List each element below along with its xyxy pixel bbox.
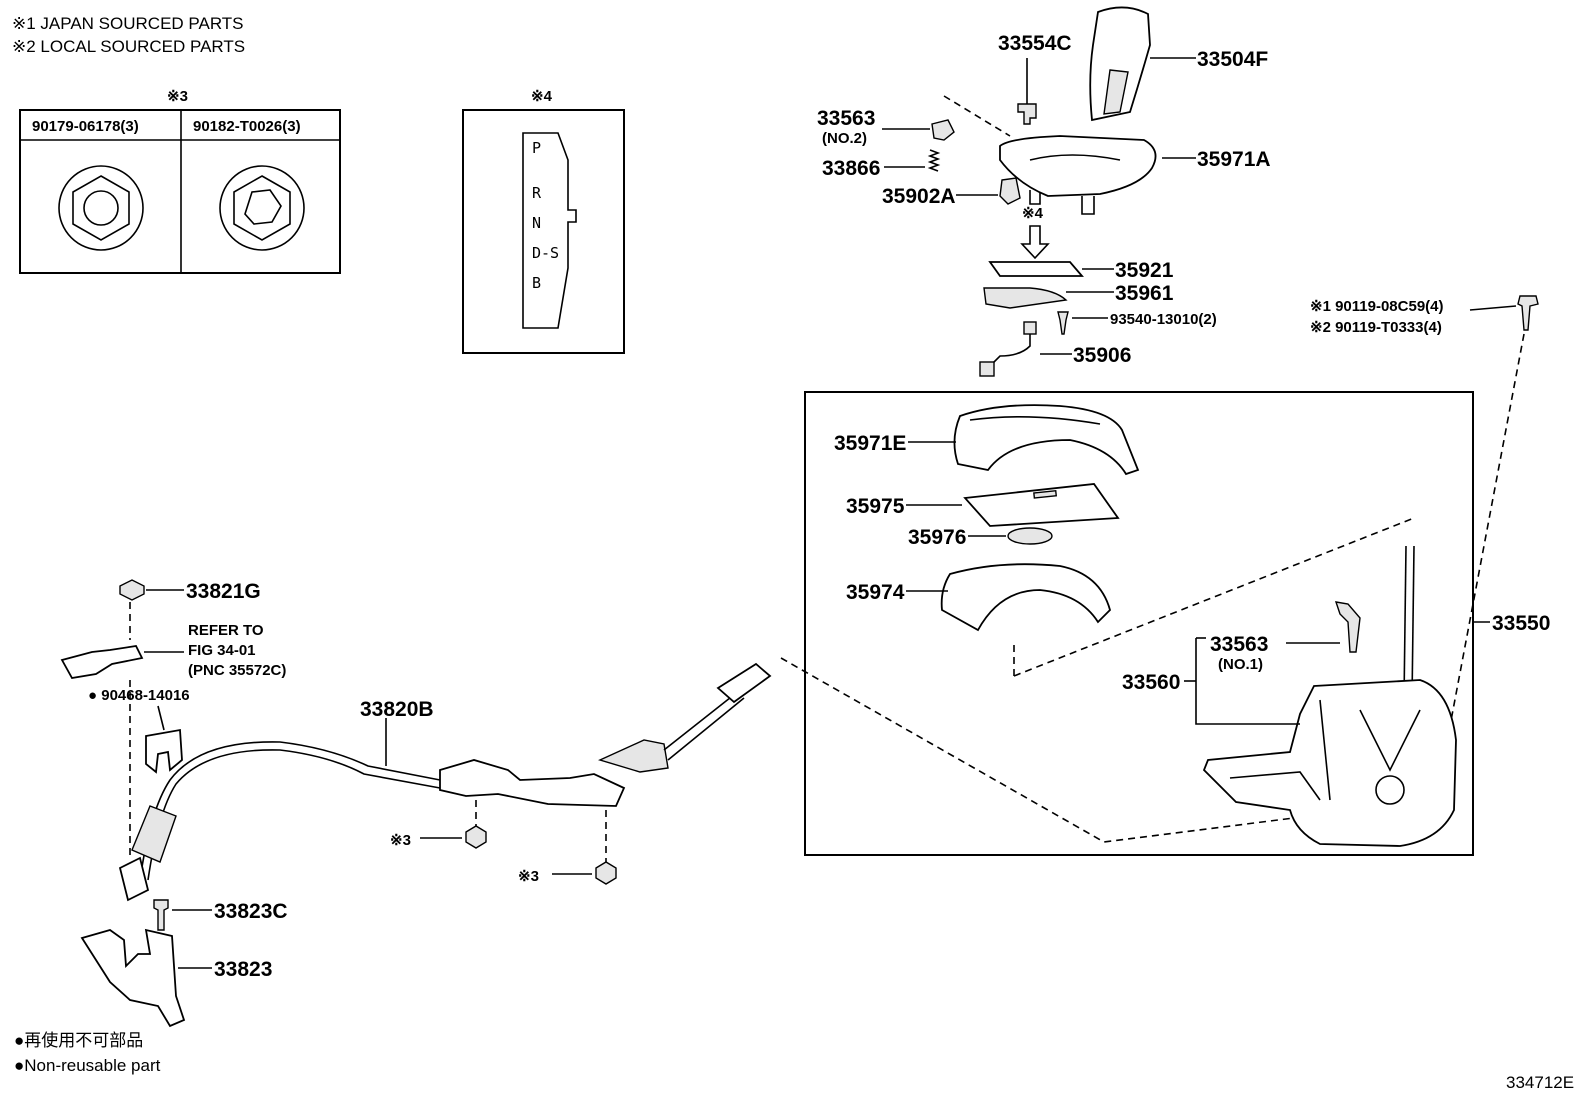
bolt-33823C-part xyxy=(153,899,169,931)
shift-rod-part xyxy=(1403,545,1407,701)
spring-33866-part xyxy=(927,149,941,172)
nut-3b-part xyxy=(595,861,617,885)
inset-nuts-table: ※3 90179-06178(3) 90182-T0026(3) xyxy=(19,88,341,274)
inset4-marker: ※4 xyxy=(531,88,553,105)
clip-90468-part xyxy=(145,728,183,774)
nut-3a-part xyxy=(465,825,487,849)
lock-35902A-part xyxy=(999,177,1021,205)
label-33823C: 33823C xyxy=(214,900,288,923)
shift-base-33560-part xyxy=(1202,679,1457,847)
inset-gate-plate: ※4 P R N D-S B xyxy=(462,88,625,354)
label-33504F: 33504F xyxy=(1197,48,1268,71)
inset4-frame xyxy=(462,109,625,354)
label-nut-3b: ※3 xyxy=(518,868,539,885)
label-33560: 33560 xyxy=(1122,671,1180,694)
label-93540: 93540-13010(2) xyxy=(1110,311,1217,328)
label-nut-3a: ※3 xyxy=(390,832,411,849)
label-35974: 35974 xyxy=(846,581,905,604)
lamp-base-35961-part xyxy=(983,287,1068,309)
nut-33821G-part xyxy=(119,579,145,601)
down-arrow-icon xyxy=(1020,225,1050,260)
label-bolt-1: ※1 90119-08C59(4) xyxy=(1310,298,1444,315)
shift-cable-33820B-part xyxy=(139,741,441,881)
gate-letter-p: P xyxy=(532,139,541,157)
shift-housing-35971A-part xyxy=(999,135,1157,197)
label-35961: 35961 xyxy=(1115,282,1174,305)
label-33820B: 33820B xyxy=(360,698,434,721)
legend-local-sourced: ※2 LOCAL SOURCED PARTS xyxy=(12,37,245,56)
label-35971A: 35971A xyxy=(1197,148,1271,171)
label-refer-1: REFER TO xyxy=(188,622,264,639)
inset3-col2: 90182-T0026(3) xyxy=(193,118,301,135)
cable-adjuster-icon xyxy=(598,739,669,773)
connector-icon xyxy=(979,361,995,377)
gate-letter-b: B xyxy=(532,274,541,292)
label-33866: 33866 xyxy=(822,157,880,180)
spring-seat-33563-no1-part xyxy=(1334,601,1361,653)
label-33554C: 33554C xyxy=(998,32,1072,55)
label-bolt-2: ※2 90119-T0333(4) xyxy=(1310,319,1442,336)
shift-knob-button xyxy=(1103,69,1129,115)
cable-end-clevis-icon xyxy=(716,662,772,704)
cable-boot-icon xyxy=(131,805,177,863)
label-35975: 35975 xyxy=(846,495,905,518)
legend-non-reusable-en: ●Non-reusable part xyxy=(14,1056,161,1075)
label-35902A: 35902A xyxy=(882,185,956,208)
cover-35971E-part xyxy=(953,404,1140,476)
gate-letter-ds: D-S xyxy=(532,244,559,262)
label-33563-no1: 33563 xyxy=(1210,633,1268,656)
label-35971E: 35971E xyxy=(834,432,906,455)
label-90468: ● 90468-14016 xyxy=(88,687,190,704)
legend-japan-sourced: ※1 JAPAN SOURCED PARTS xyxy=(12,14,244,33)
slide-plate-35975-part xyxy=(963,483,1120,527)
cable-assembly: 33821G REFER TO FIG 34-01 (PNC 35572C) ●… xyxy=(60,579,772,1028)
label-refer-3: (PNC 35572C) xyxy=(188,662,286,679)
bulb-socket-icon xyxy=(1023,321,1037,335)
label-33823: 33823 xyxy=(214,958,272,981)
shift-knob-assembly: 33504F 33554C 33563 (NO.2) 33866 35902A … xyxy=(817,6,1271,377)
label-35976: 35976 xyxy=(908,526,966,549)
inset3-frame xyxy=(19,109,341,274)
inset3-marker: ※3 xyxy=(167,88,188,105)
label-no2: (NO.2) xyxy=(822,130,867,147)
hex-nut-lock-icon xyxy=(219,165,305,251)
bulb-wire-35906-part xyxy=(991,330,1031,365)
bracket-refer-part xyxy=(60,645,144,679)
assembly-33550-frame xyxy=(804,391,1474,856)
slide-slot-icon xyxy=(1033,489,1058,499)
gate-plate-outline xyxy=(522,132,577,329)
label-35906: 35906 xyxy=(1073,344,1131,367)
mark4-arrow-label: ※4 xyxy=(1022,205,1044,222)
gate-letter-r: R xyxy=(532,184,542,202)
bracket-33823-part xyxy=(80,928,186,1028)
screw-93540-part xyxy=(1057,311,1069,335)
figure-code: 334712E xyxy=(1506,1073,1574,1092)
cable-bracket-part xyxy=(439,759,626,807)
lower-cover-35974-part xyxy=(940,563,1112,632)
shift-lever-assembly-box: 33550 35971E 35975 35976 35974 33563 (NO… xyxy=(780,391,1550,856)
clip-33554C-part xyxy=(1017,103,1037,125)
label-no1: (NO.1) xyxy=(1218,656,1263,673)
spring-seat-33563-no2-part xyxy=(931,119,955,141)
cable-end-icon xyxy=(118,856,150,902)
cable-rod-part xyxy=(663,689,741,751)
bolt-upper-right: ※1 90119-08C59(4) ※2 90119-T0333(4) xyxy=(1310,295,1539,801)
label-33550: 33550 xyxy=(1492,612,1550,635)
bolt-90119-part xyxy=(1517,295,1539,331)
gate-letter-n: N xyxy=(532,214,541,232)
indicator-plate-35921-part xyxy=(988,261,1084,277)
label-35921: 35921 xyxy=(1115,259,1174,282)
label-33563-no2: 33563 xyxy=(817,107,875,130)
washer-35976-part xyxy=(1007,527,1053,545)
label-refer-2: FIG 34-01 xyxy=(188,642,256,659)
shift-knob-part xyxy=(1089,6,1151,122)
inset3-col1: 90179-06178(3) xyxy=(32,118,139,135)
legend-non-reusable-jp: ●再使用不可部品 xyxy=(14,1030,143,1050)
hex-nut-plain-icon xyxy=(58,165,144,251)
label-33821G: 33821G xyxy=(186,580,261,603)
